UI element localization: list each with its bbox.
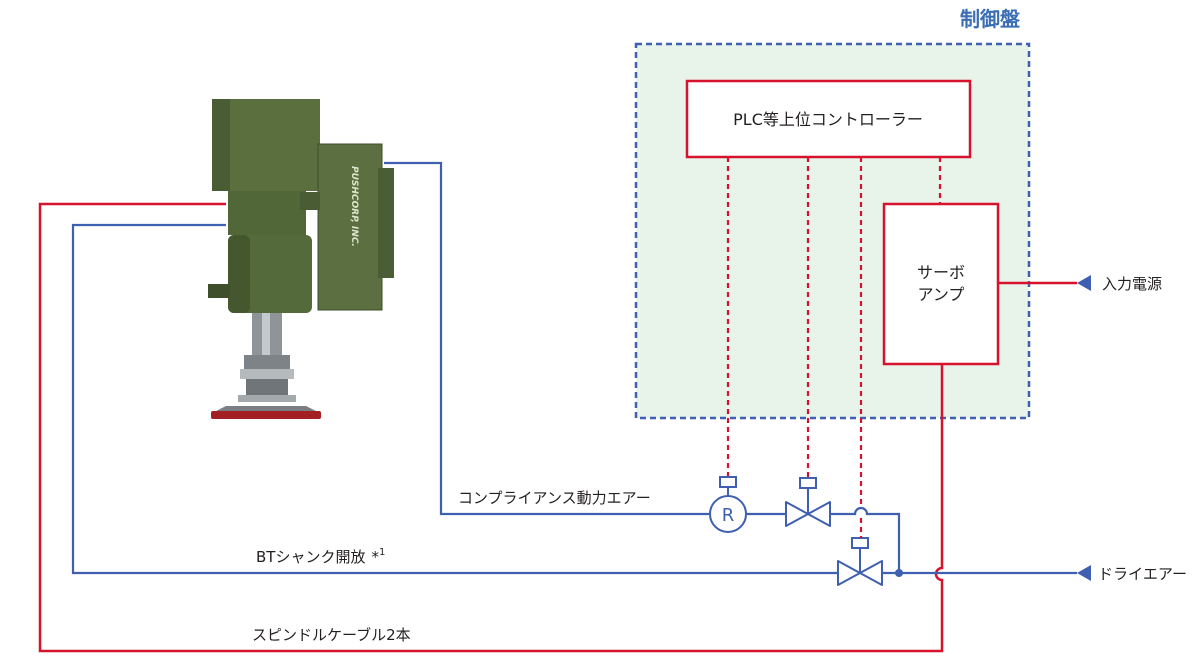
device-neck xyxy=(228,191,306,235)
device-holder-ring2 xyxy=(240,369,294,379)
compliance-valve-body xyxy=(785,501,831,527)
plc-signal-lines xyxy=(726,157,942,508)
regulator-icon: R xyxy=(709,476,747,533)
compliance-valve-icon xyxy=(785,477,831,527)
device-brand-label: PUSHCORP, INC. xyxy=(349,166,359,247)
regulator-actuator xyxy=(719,476,737,488)
device-connector-top xyxy=(300,192,320,210)
plc-controller-label: PLC等上位コントローラー xyxy=(733,110,923,129)
bt-shank-footnote-number: 1 xyxy=(379,547,385,558)
bt-shank-valve-icon xyxy=(837,537,883,586)
servo-amp-box xyxy=(882,202,1000,366)
air-line-valve-junction xyxy=(830,506,901,573)
device-motor-shade xyxy=(212,99,230,191)
spindle-cable-label: スピンドルケーブル2本 xyxy=(252,626,411,644)
bt-shank-label-text: BTシャンク開放 xyxy=(256,548,365,566)
bt-shank-label: BTシャンク開放 *1 xyxy=(256,547,385,566)
regulator-body xyxy=(709,495,747,533)
plc-controller-box xyxy=(685,79,972,159)
compliance-air-label: コンプライアンス動力エアー xyxy=(458,489,651,507)
device-holder-ring1 xyxy=(244,355,290,369)
device-holder-ring3 xyxy=(246,379,288,395)
bt-shank-valve-body xyxy=(837,560,883,586)
regulator-symbol: R xyxy=(722,505,735,526)
power-input-arrow-icon xyxy=(1077,275,1091,291)
servo-amp-label-line2: アンプ xyxy=(918,285,965,304)
power-input-label: 入力電源 xyxy=(1102,275,1162,293)
device-holder-ring4 xyxy=(238,395,296,402)
compliance-valve-actuator xyxy=(799,477,817,489)
device-grinding-disc xyxy=(211,411,321,419)
compliance-air-line xyxy=(384,161,710,516)
dry-air-arrow-icon xyxy=(1077,565,1091,581)
bt-shank-air-line xyxy=(71,223,838,575)
device-side-lug xyxy=(208,284,230,298)
servo-amp-label-line1: サーボ xyxy=(917,263,965,282)
bt-shank-valve-actuator xyxy=(851,537,869,549)
device-body-shade xyxy=(228,235,250,313)
device-electronics-box xyxy=(317,143,383,311)
spindle-cable-line xyxy=(38,202,944,653)
device-disc-backing xyxy=(214,406,318,412)
device-electronics-edge xyxy=(378,168,394,278)
air-junction-dot xyxy=(895,569,903,577)
bt-shank-footnote-star: * xyxy=(371,548,379,566)
spindle-device-image: PUSHCORP, INC. xyxy=(208,99,394,419)
control-panel-title: 制御盤 xyxy=(960,7,1021,31)
device-shaft-highlight xyxy=(262,313,270,355)
dry-air-label: ドライエアー xyxy=(1098,565,1187,583)
